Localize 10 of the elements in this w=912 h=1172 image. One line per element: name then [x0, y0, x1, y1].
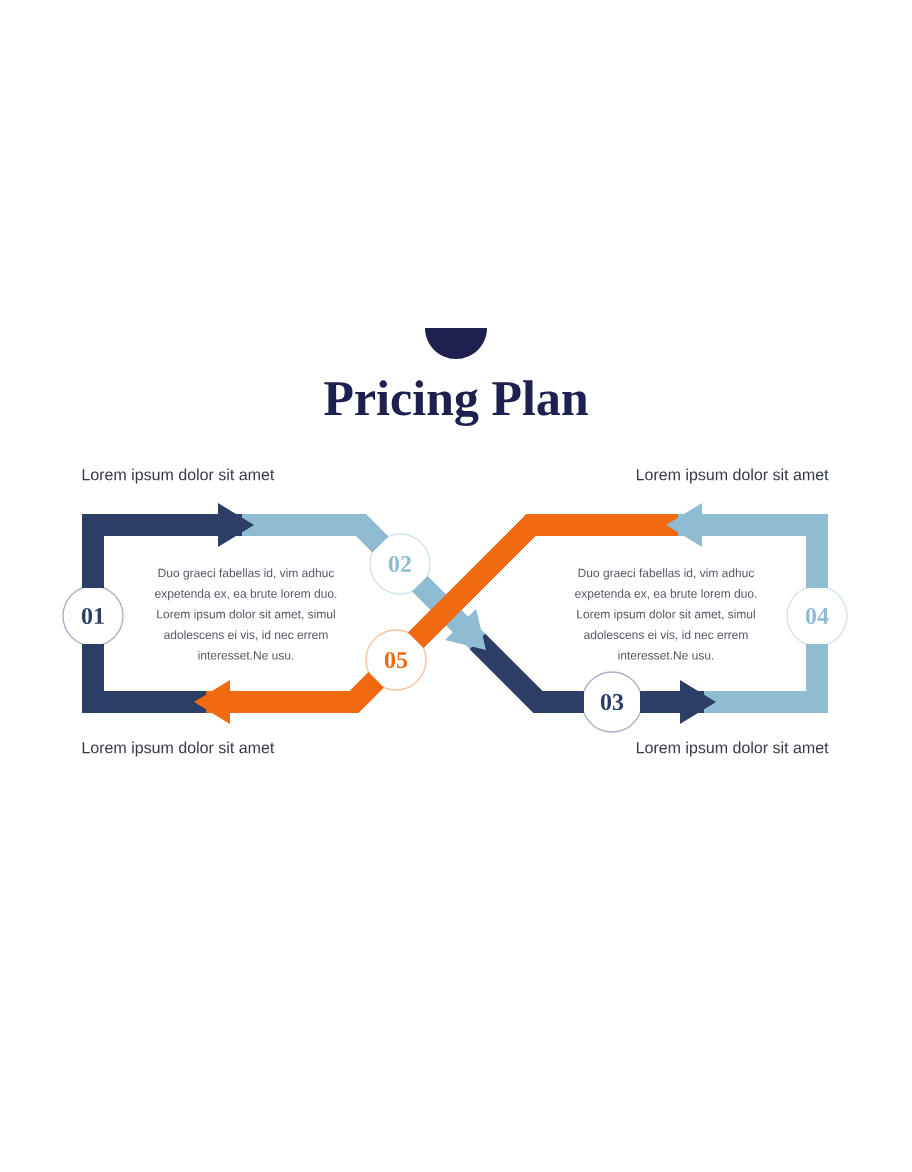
- arrow: [408, 503, 828, 648]
- label-text: Lorem ipsum dolor sit amet: [82, 468, 275, 484]
- label-text: Lorem ipsum dolor sit amet: [636, 741, 829, 757]
- arrow: [640, 644, 828, 724]
- arrow: [412, 576, 584, 713]
- arrow: [82, 503, 388, 588]
- label-text: Lorem ipsum dolor sit amet: [636, 468, 829, 484]
- arrow: [82, 644, 384, 724]
- label-text: Lorem ipsum dolor sit amet: [82, 741, 275, 757]
- title: Pricing Plan: [324, 380, 588, 427]
